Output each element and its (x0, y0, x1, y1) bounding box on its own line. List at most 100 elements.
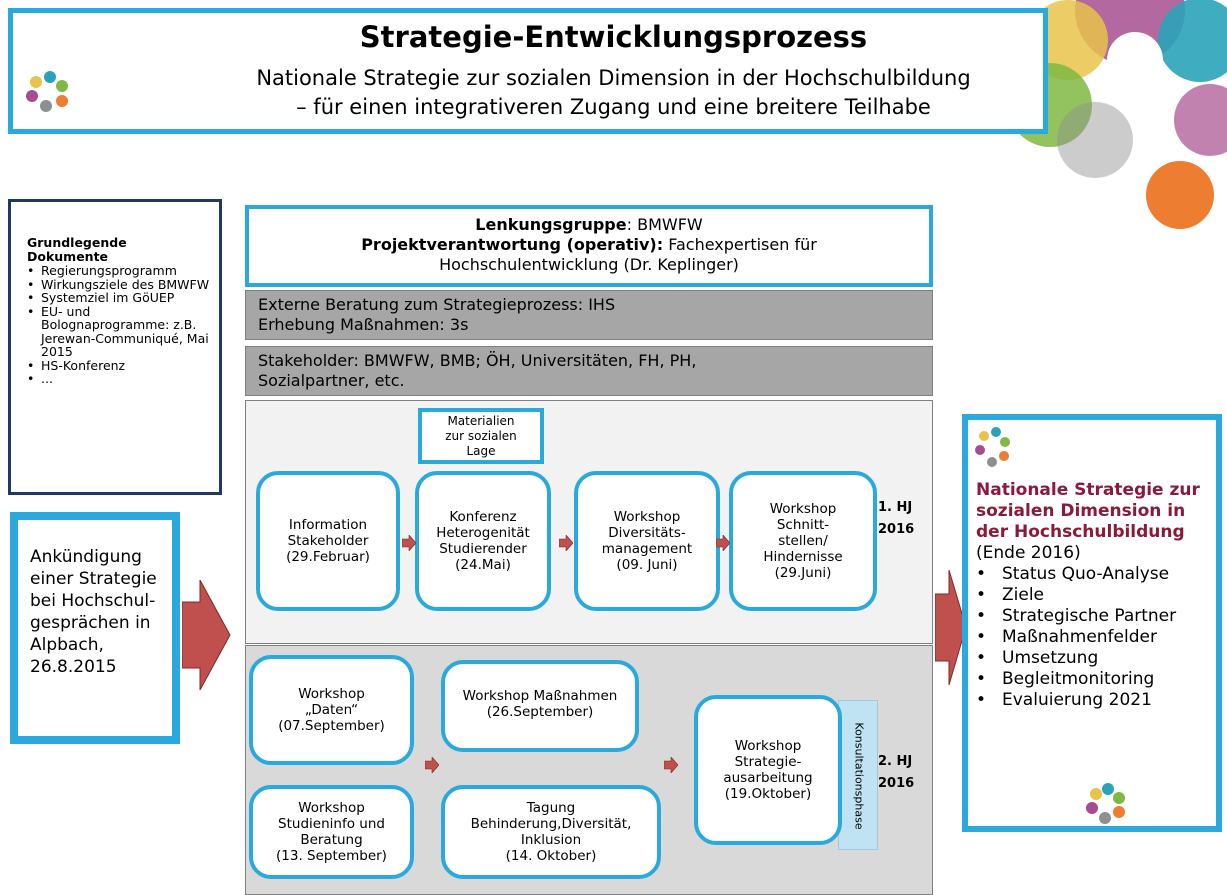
projekt-value: Fachexpertisen für (663, 235, 817, 254)
document-item: EU- und Bolognaprogramme: z.B. Jerewan-C… (27, 304, 211, 359)
event-text: Behinderung,Diversität, (470, 816, 632, 832)
result-item: Evaluierung 2021 (976, 690, 1212, 711)
page-title: Strategie-Entwicklungsprozess (359, 20, 868, 54)
lenkung-label: Lenkungsgruppe (475, 215, 627, 234)
result-item: Maßnahmenfelder (976, 627, 1212, 648)
header-band (8, 8, 1048, 134)
materialien-line: Materialien (447, 414, 515, 428)
event-text: ausarbeitung (723, 770, 813, 786)
event-text: Workshop Maßnahmen (462, 688, 618, 704)
result-item: Strategische Partner (976, 606, 1212, 627)
event-workshop-daten: Workshop „Daten“ (07.September) (249, 655, 414, 765)
event-text: Workshop (734, 738, 802, 754)
event-text: Studierender (439, 541, 527, 557)
document-item: ... (27, 372, 211, 386)
arrow-small-icon (425, 757, 439, 773)
arrow-right-icon (182, 580, 231, 690)
documents-list: Regierungsprogramm Wirkungsziele des BMW… (27, 264, 211, 386)
result-list: Status Quo-Analyse Ziele Strategische Pa… (976, 564, 1212, 711)
konsultation-bar: Konsultationsphase (838, 700, 878, 850)
event-workshop-studieninfo: Workshop Studieninfo und Beratung (13. S… (249, 785, 414, 879)
phase1-label: 1. HJ 2016 (878, 497, 932, 541)
result-item: Begleitmonitoring (976, 669, 1212, 690)
page-subtitle-line2: – für einen integrativeren Zugang und ei… (296, 95, 931, 119)
document-item: Regierungsprogramm (27, 264, 211, 278)
event-text: Workshop (613, 509, 681, 525)
event-workshop-schnittstellen: Workshop Schnitt- stellen/ Hindernisse (… (729, 471, 877, 611)
event-workshop-massnahmen: Workshop Maßnahmen (26.September) (441, 660, 639, 752)
phase1-label-line1: 1. HJ (878, 500, 913, 515)
event-text: (29.Juni) (774, 565, 832, 581)
stakeholder-line1: Stakeholder: BMWFW, BMB; ÖH, Universität… (258, 351, 697, 370)
arrow-right-icon (935, 570, 967, 685)
result-title: Nationale Strategie zur sozialen Dimensi… (976, 480, 1200, 542)
event-text: Stakeholder (287, 533, 369, 549)
materialien-line: zur sozialen (445, 429, 517, 443)
projekt-label: Projektverantwortung (operativ): (361, 235, 664, 254)
document-item: HS-Konferenz (27, 358, 211, 373)
beratung-line2: Erhebung Maßnahmen: 3s (258, 315, 469, 334)
documents-title: Grundlegende Dokumente (27, 235, 127, 264)
event-text: Workshop (298, 800, 365, 816)
event-text: Heterogenität (436, 525, 530, 541)
beratung-line1: Externe Beratung zum Strategieprozess: I… (258, 295, 616, 314)
event-workshop-diversitaet: Workshop Diversitäts- management (09. Ju… (574, 471, 720, 611)
logo-icon-result-bottom (1086, 783, 1125, 824)
documents-box: Grundlegende Dokumente Regierungsprogram… (8, 199, 222, 495)
event-konferenz-heterogenitaet: Konferenz Heterogenität Studierender (24… (415, 471, 551, 611)
arrow-small-icon (402, 535, 416, 551)
projekt-value-line2: Hochschulentwicklung (Dr. Keplinger) (439, 255, 739, 274)
event-text: Schnitt- (776, 517, 830, 533)
event-text: „Daten“ (304, 702, 359, 718)
event-text: Hindernisse (763, 549, 843, 565)
phase1-label-line2: 2016 (878, 522, 915, 537)
event-text: (29.Februar) (286, 549, 370, 565)
event-text: stellen/ (778, 533, 828, 549)
materialien-line: Lage (466, 444, 496, 458)
event-text: Information (288, 517, 368, 533)
event-text: Studieninfo und (278, 816, 385, 832)
materialien-box: Materialien zur sozialen Lage (418, 408, 544, 464)
event-text: management (601, 541, 693, 557)
announcement-box: Ankündigung einer Strategie bei Hochschu… (10, 512, 180, 744)
event-text: (26.September) (486, 704, 594, 720)
result-item: Ziele (976, 585, 1212, 606)
result-item: Umsetzung (976, 648, 1212, 669)
result-item: Status Quo-Analyse (976, 564, 1212, 585)
result-date: (Ende 2016) (976, 543, 1081, 563)
phase2-label-line1: 2. HJ (878, 754, 913, 769)
event-text: Tagung (526, 800, 576, 816)
document-item: Wirkungsziele des BMWFW (27, 277, 211, 292)
logo-icon-small (26, 71, 68, 112)
event-text: (24.Mai) (455, 557, 511, 573)
event-text: (13. September) (276, 848, 387, 864)
event-text: Inklusion (520, 832, 582, 848)
lenkung-value: : BMWFW (626, 215, 703, 234)
event-information-stakeholder: Information Stakeholder (29.Februar) (256, 471, 400, 611)
event-text: (19.Oktober) (724, 786, 812, 802)
konsultation-label: Konsultationsphase (852, 722, 866, 830)
document-item: Systemziel im GöUEP (27, 291, 211, 305)
event-text: (09. Juni) (616, 557, 678, 573)
page-subtitle-line1: Nationale Strategie zur sozialen Dimensi… (256, 66, 971, 90)
event-tagung-behinderung: Tagung Behinderung,Diversität, Inklusion… (441, 785, 661, 879)
arrow-small-icon (664, 757, 678, 773)
event-text: (14. Oktober) (505, 848, 597, 864)
event-text: Workshop (298, 686, 365, 702)
event-text: Strategie- (734, 754, 802, 770)
stakeholder-band: Stakeholder: BMWFW, BMB; ÖH, Universität… (245, 346, 933, 396)
event-text: Konferenz (449, 509, 517, 525)
arrow-small-icon (559, 535, 573, 551)
phase2-label-line2: 2016 (878, 776, 915, 791)
event-text: Beratung (300, 832, 363, 848)
event-workshop-strategie: Workshop Strategie- ausarbeitung (19.Okt… (694, 695, 842, 845)
governance-box: Lenkungsgruppe: BMWFW Projektverantwortu… (245, 205, 933, 287)
event-text: Diversitäts- (608, 525, 686, 541)
logo-icon-result-top (975, 427, 1010, 467)
beratung-band: Externe Beratung zum Strategieprozess: I… (245, 290, 933, 340)
stakeholder-line2: Sozialpartner, etc. (258, 371, 405, 390)
result-box: Nationale Strategie zur sozialen Dimensi… (962, 414, 1222, 832)
event-text: (07.September) (278, 718, 385, 734)
arrow-small-icon (716, 535, 730, 551)
phase2-label: 2. HJ 2016 (878, 751, 932, 795)
